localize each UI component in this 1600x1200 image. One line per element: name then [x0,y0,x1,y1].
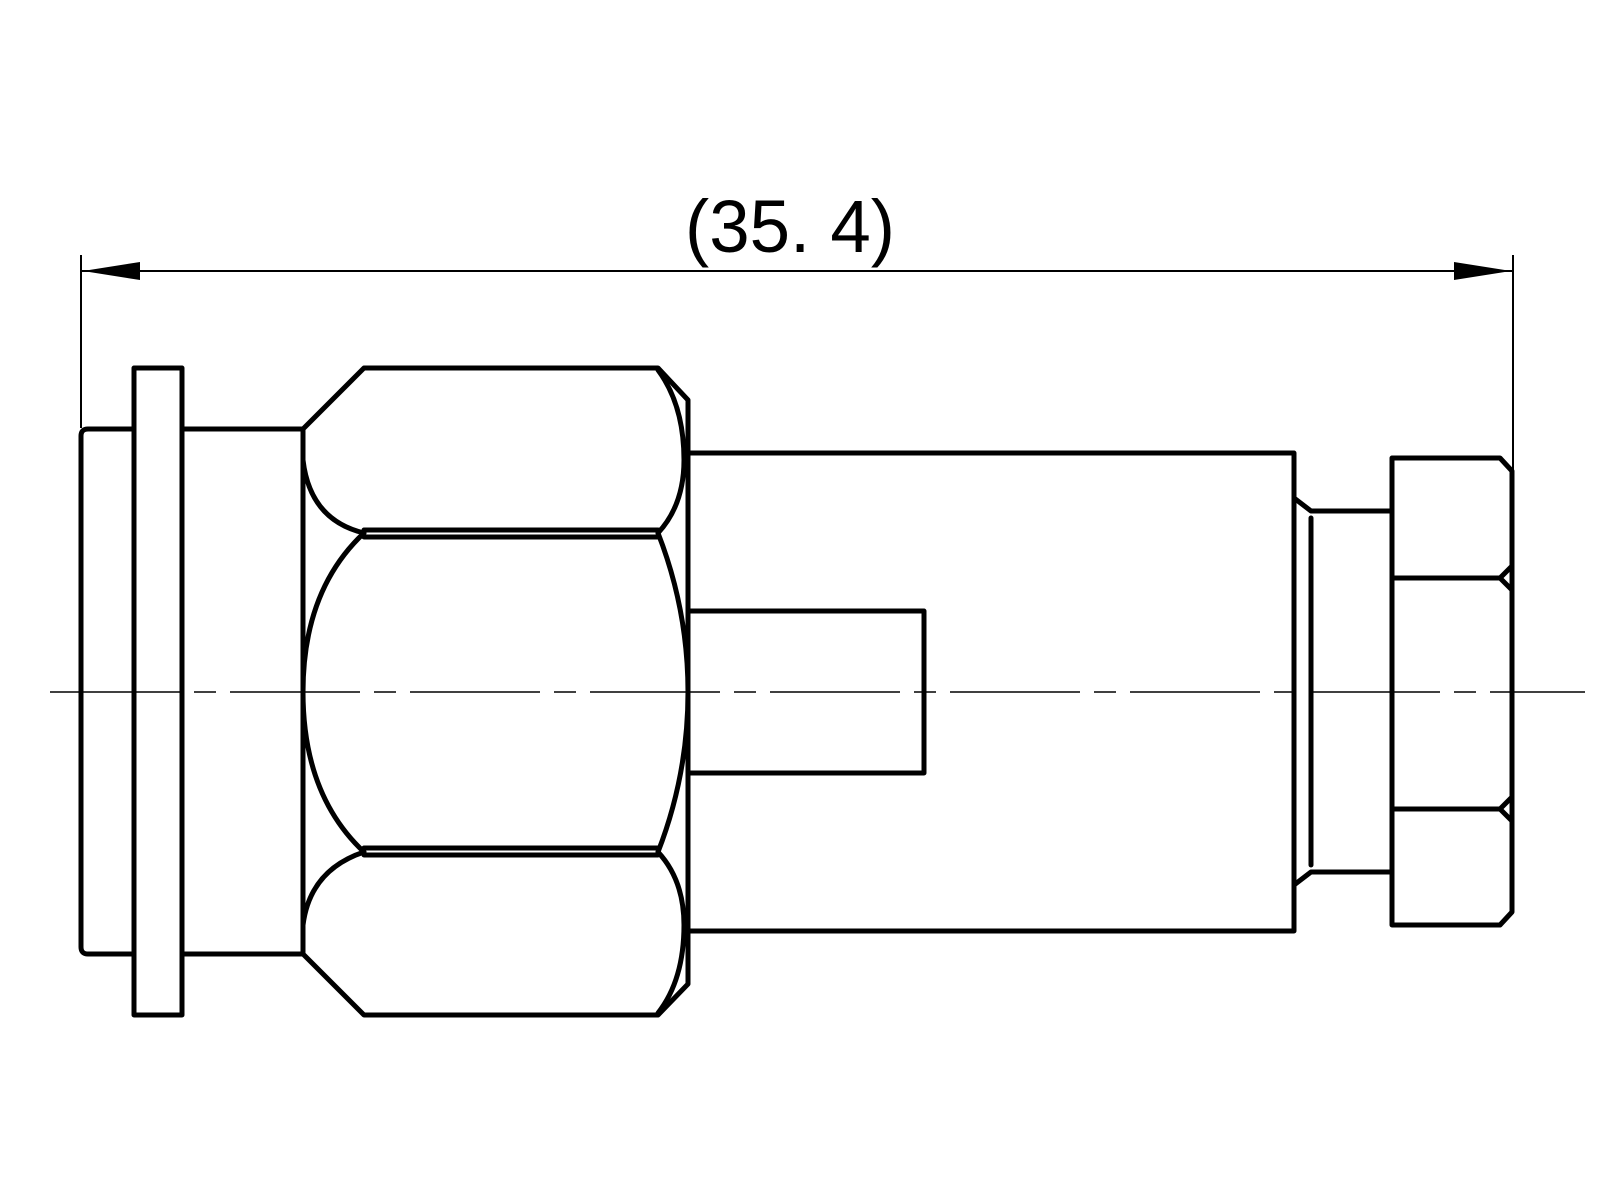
rear-nut [1389,455,1515,928]
hex-coupling-nut [300,365,691,1018]
neck [1291,495,1395,888]
flange [131,365,185,1018]
overall-length-dimension: (35. 4) [80,185,1514,470]
center-pin [685,608,927,776]
dimension-label: (35. 4) [685,185,895,268]
connector-body [685,450,1297,934]
front-stub [78,426,137,957]
arrowhead-right-icon [1454,262,1511,280]
arrowhead-left-icon [83,262,140,280]
